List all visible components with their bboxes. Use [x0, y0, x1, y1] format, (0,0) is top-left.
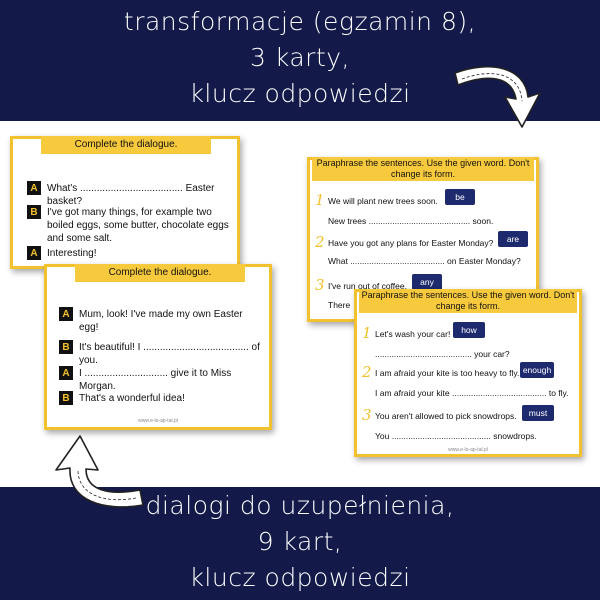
bottom-banner: dialogi do uzupełnienia, 9 kart, klucz o…: [0, 487, 600, 600]
dialogue-text: Interesting!: [47, 248, 97, 259]
given-word-box: must: [522, 405, 554, 421]
dialogue-card-2: Complete the dialogue. A Mum, look! I've…: [44, 264, 272, 430]
item-sentence: Have you got any plans for Easter Monday…: [328, 238, 494, 248]
given-word-box: enough: [520, 362, 554, 378]
bottom-banner-line-3: klucz odpowiedzi: [189, 563, 411, 592]
item-sentence: Let's wash your car!: [375, 329, 451, 339]
speaker-badge: A: [27, 246, 41, 260]
bottom-banner-line-1: dialogi do uzupełnienia,: [145, 491, 455, 520]
item-sentence: I am afraid your kite is too heavy to fl…: [375, 368, 520, 378]
speaker-badge: A: [27, 181, 41, 195]
card-title: Complete the dialogue.: [75, 264, 245, 282]
dialogue-card-1: Complete the dialogue. A What's ........…: [10, 136, 240, 269]
dialogue-row: B I've got many things, for example two …: [27, 205, 232, 245]
given-word-box: be: [445, 189, 475, 205]
item-number: 2: [315, 233, 325, 251]
bottom-banner-line-2: 9 kart,: [257, 527, 343, 556]
dialogue-text: That's a wonderful idea!: [79, 393, 185, 404]
card-title: Paraphrase the sentences. Use the given …: [359, 289, 577, 313]
item-number: 1: [315, 191, 325, 209]
speaker-badge: A: [59, 307, 73, 321]
item-sentence: I've run out of coffee.: [328, 281, 407, 291]
dialogue-row: A I .............................. give …: [59, 366, 264, 393]
card-title: Complete the dialogue.: [41, 136, 211, 154]
item-number: 3: [315, 276, 325, 294]
item-number: 1: [362, 324, 372, 342]
item-number: 2: [362, 363, 372, 381]
dialogue-row: B It's beautiful! I ....................…: [59, 340, 264, 367]
dialogue-text: I've got many things, for example two bo…: [47, 207, 229, 244]
top-banner-line-2: 3 karty,: [249, 43, 351, 72]
speaker-badge: B: [27, 205, 41, 219]
dialogue-text: I .............................. give it…: [79, 368, 232, 392]
top-banner: transformacje (egzamin 8), 3 karty, kluc…: [0, 0, 600, 121]
dialogue-row: A Interesting!: [27, 246, 232, 260]
card-title: Paraphrase the sentences. Use the given …: [312, 157, 534, 181]
given-word-box: how: [453, 322, 485, 338]
item-answer-line: You ....................................…: [375, 431, 537, 441]
curved-arrow-left-icon: [55, 435, 144, 508]
dialogue-text: What's .................................…: [47, 183, 215, 207]
speaker-badge: B: [59, 391, 73, 405]
item-answer-line: I am afraid your kite ..................…: [375, 388, 569, 398]
given-word-box: are: [498, 231, 528, 247]
dialogue-text: It's beautiful! I ......................…: [79, 342, 260, 366]
item-sentence: We will plant new trees soon.: [328, 196, 438, 206]
dialogue-row: A Mum, look! I've made my own Easter egg…: [59, 307, 264, 334]
paraphrase-card-2: Paraphrase the sentences. Use the given …: [354, 289, 582, 457]
card-footer: www.e-lo-ap-tal.pl: [138, 418, 178, 424]
item-answer-line: ........................................…: [375, 349, 510, 359]
item-sentence: You aren't allowed to pick snowdrops.: [375, 411, 517, 421]
dialogue-text: Mum, look! I've made my own Easter egg!: [79, 309, 243, 333]
item-answer-line: New trees ..............................…: [328, 216, 494, 226]
item-answer-line: What ...................................…: [328, 256, 521, 266]
speaker-badge: A: [59, 366, 73, 380]
speaker-badge: B: [59, 340, 73, 354]
top-banner-line-1: transformacje (egzamin 8),: [123, 7, 477, 36]
curved-arrow-right-icon: [454, 66, 541, 128]
item-number: 3: [362, 406, 372, 424]
top-banner-line-3: klucz odpowiedzi: [189, 79, 411, 108]
card-footer: www.e-lo-ap-tal.pl: [448, 447, 488, 453]
dialogue-row: A What's ...............................…: [27, 181, 232, 208]
dialogue-row: B That's a wonderful idea!: [59, 391, 264, 405]
item-answer-line: There: [328, 300, 351, 310]
given-word-box: any: [412, 274, 442, 290]
